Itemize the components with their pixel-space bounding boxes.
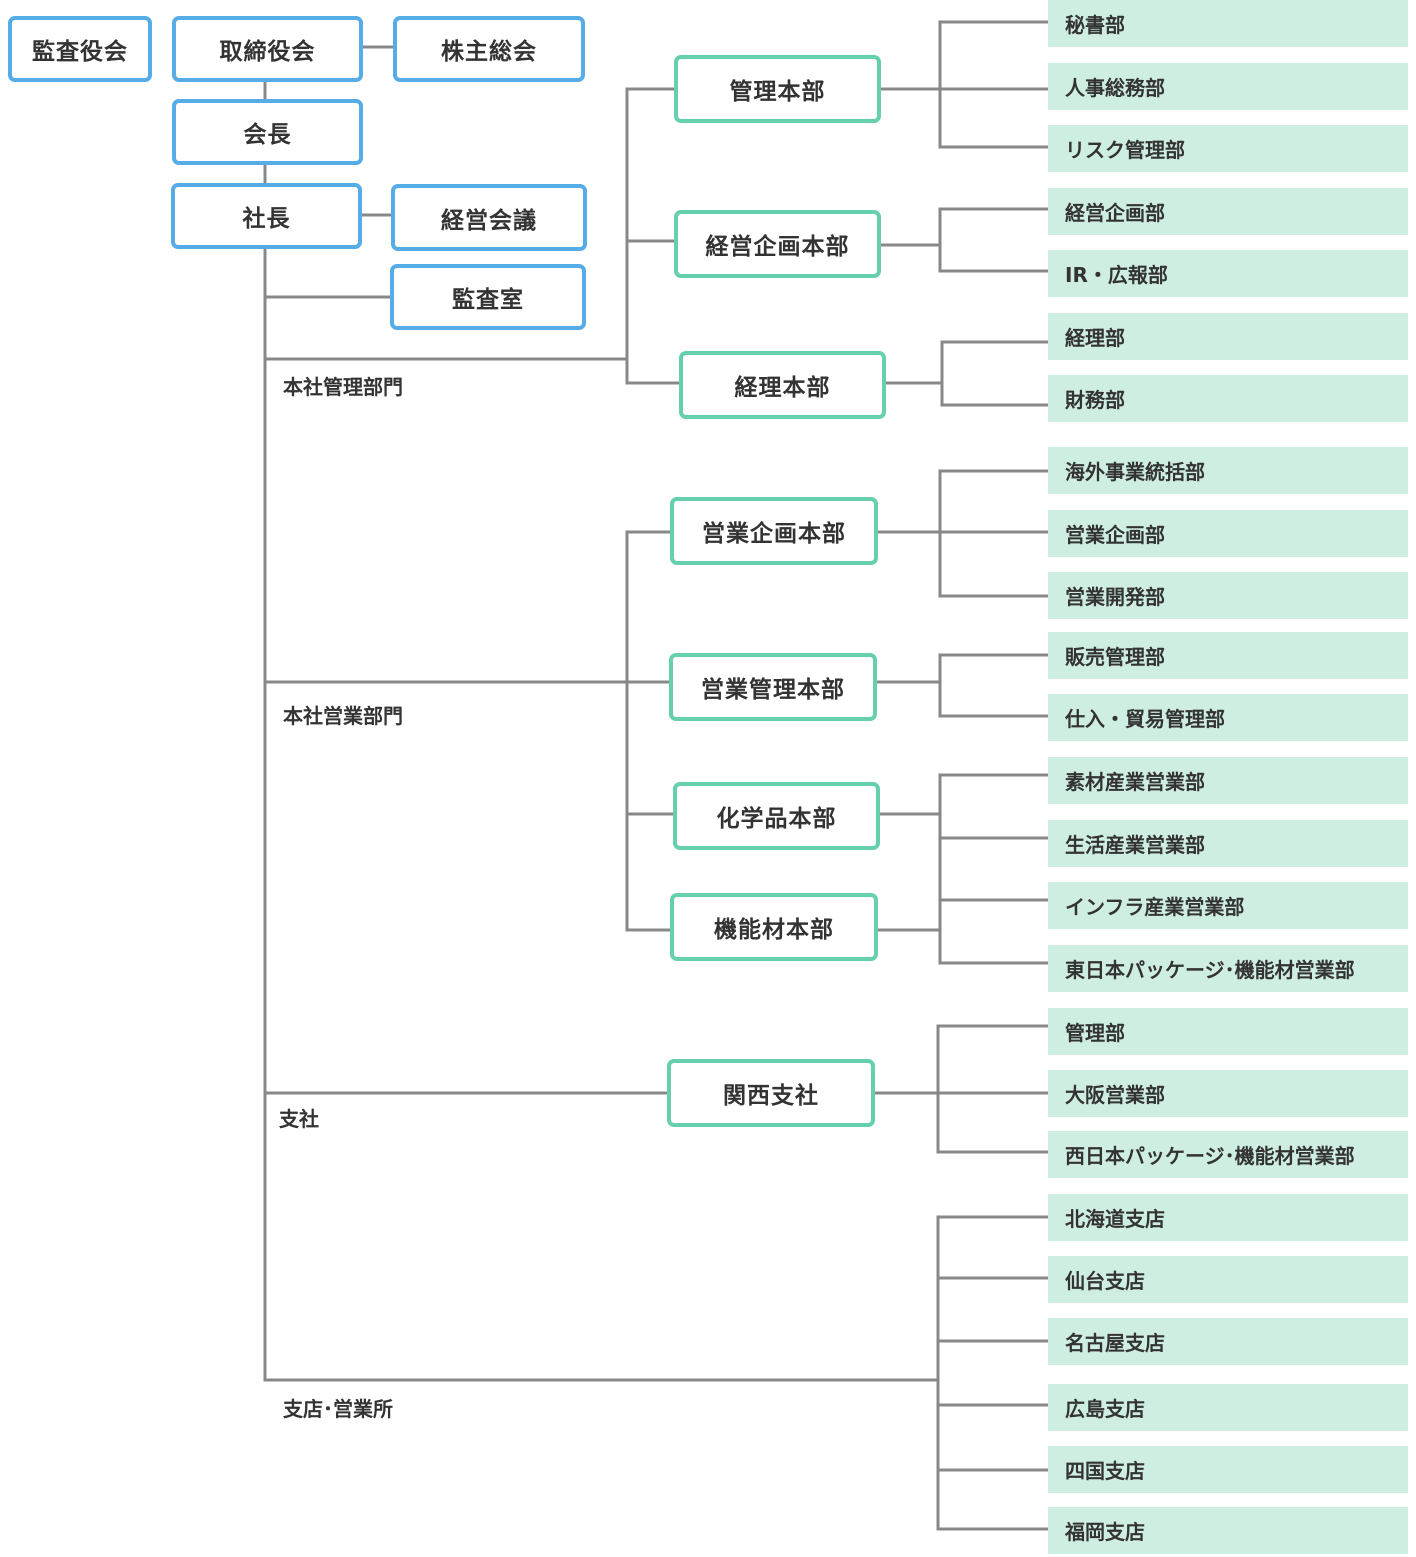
shareholders-box: 株主総会 [393, 16, 585, 82]
dept-corporate-planning: 経営企画部 [1048, 188, 1408, 235]
branch-shikoku: 四国支店 [1048, 1446, 1408, 1493]
dept-finance: 財務部 [1048, 375, 1408, 422]
dept-overseas-business: 海外事業統括部 [1048, 447, 1408, 494]
dept-purchasing-trade: 仕入・貿易管理部 [1048, 694, 1408, 741]
division-sales-admin-box: 営業管理本部 [669, 653, 877, 721]
dept-ir-pr: IR・広報部 [1048, 250, 1408, 297]
audit-office-box: 監査室 [390, 264, 586, 330]
president-box: 社長 [171, 183, 362, 249]
branch-hiroshima: 広島支店 [1048, 1384, 1408, 1431]
dept-osaka-sales: 大阪営業部 [1048, 1070, 1408, 1117]
dept-west-japan-package: 西日本パッケージ･機能材営業部 [1048, 1131, 1408, 1178]
division-accounting-box: 経理本部 [679, 351, 886, 419]
dept-sales-planning: 営業企画部 [1048, 510, 1408, 557]
dept-secretariat: 秘書部 [1048, 0, 1408, 47]
section-label-branch-company: 支社 [279, 1107, 319, 1131]
dept-risk-management: リスク管理部 [1048, 125, 1408, 172]
division-chemicals-box: 化学品本部 [673, 782, 880, 850]
management-meeting-box: 経営会議 [391, 184, 587, 251]
branch-nagoya: 名古屋支店 [1048, 1318, 1408, 1365]
section-label-branches: 支店･営業所 [283, 1397, 393, 1421]
dept-sales-development: 営業開発部 [1048, 572, 1408, 619]
dept-living-industry-sales: 生活産業営業部 [1048, 820, 1408, 867]
section-label-hq-sales: 本社営業部門 [283, 704, 403, 728]
division-functional-materials-box: 機能材本部 [670, 893, 878, 961]
division-admin-box: 管理本部 [674, 55, 881, 123]
chairman-box: 会長 [172, 99, 363, 165]
division-kansai-branch-box: 関西支社 [667, 1059, 875, 1127]
dept-hr-general-affairs: 人事総務部 [1048, 63, 1408, 110]
division-sales-planning-box: 営業企画本部 [670, 497, 878, 565]
branch-fukuoka: 福岡支店 [1048, 1507, 1408, 1554]
dept-infrastructure-sales: インフラ産業営業部 [1048, 882, 1408, 929]
branch-sendai: 仙台支店 [1048, 1256, 1408, 1303]
auditors-box: 監査役会 [8, 16, 152, 82]
section-label-hq-admin: 本社管理部門 [283, 375, 403, 399]
dept-sales-management: 販売管理部 [1048, 632, 1408, 679]
branch-hokkaido: 北海道支店 [1048, 1194, 1408, 1241]
division-corp-planning-box: 経営企画本部 [674, 210, 881, 278]
dept-management: 管理部 [1048, 1008, 1408, 1055]
dept-accounting: 経理部 [1048, 313, 1408, 360]
dept-materials-industry-sales: 素材産業営業部 [1048, 757, 1408, 804]
board-box: 取締役会 [172, 16, 363, 82]
dept-east-japan-package: 東日本パッケージ･機能材営業部 [1048, 945, 1408, 992]
